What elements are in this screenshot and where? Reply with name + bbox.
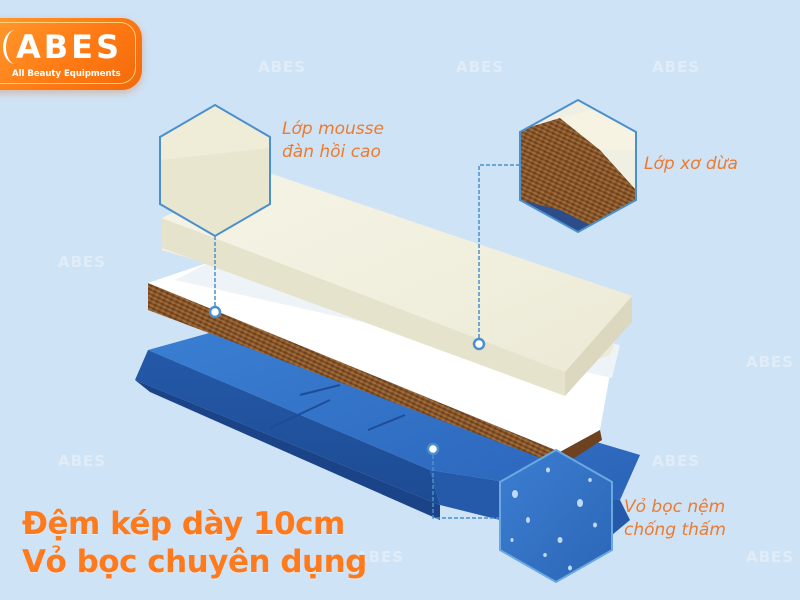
watermark: ABES [356,548,405,566]
headline-line2: Vỏ bọc chuyên dụng [22,544,367,580]
headline: Đệm kép dày 10cm Vỏ bọc chuyên dụng [22,505,367,581]
callout-cover: Vỏ bọc nệm chống thấm [624,496,726,542]
callout-coir: Lớp xơ dừa [644,153,738,176]
watermark: ABES [456,58,505,76]
watermark: ABES [746,353,795,371]
logo-wordmark: ABES [16,28,123,66]
watermark: ABES [652,58,701,76]
callout-foam-line2: đàn hồi cao [282,142,381,162]
headline-line1: Đệm kép dày 10cm [22,506,345,542]
logo-tagline: All Beauty Equipments [12,69,121,79]
callout-foam-line1: Lớp mousse [282,119,384,139]
coir-hexagon-thumbnail [519,98,637,234]
watermark: ABES [58,452,107,470]
logo-border [0,22,136,84]
logo-arc-icon [3,30,28,64]
cover-hexagon-thumbnail [499,448,613,584]
brand-logo: ABES All Beauty Equipments [0,18,142,90]
callout-cover-line1: Vỏ bọc nệm [624,497,726,517]
callout-foam: Lớp mousse đàn hồi cao [282,118,384,164]
foam-hexagon-thumbnail [159,103,271,238]
callout-coir-line1: Lớp xơ dừa [644,154,738,174]
watermark: ABES [652,452,701,470]
watermark: ABES [258,58,307,76]
callout-cover-line2: chống thấm [624,520,726,540]
watermark: ABES [58,253,107,271]
watermark: ABES [746,548,795,566]
